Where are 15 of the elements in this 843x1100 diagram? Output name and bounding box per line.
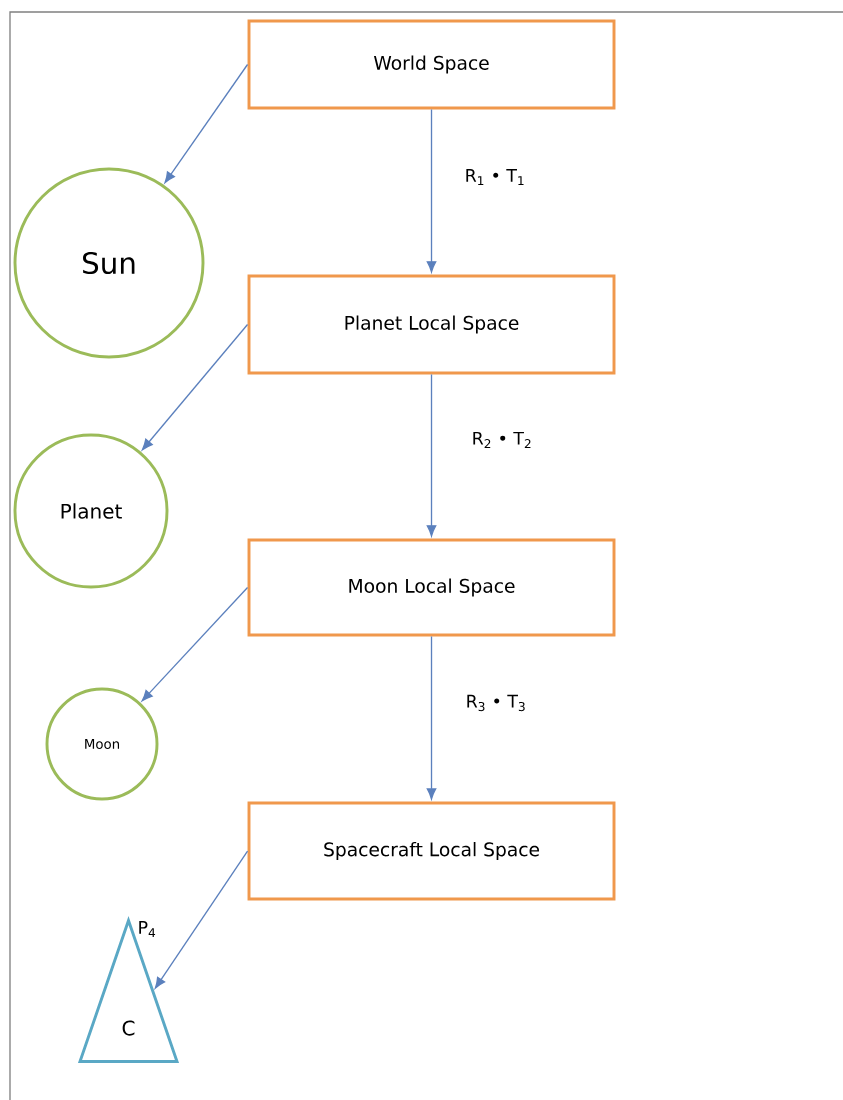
arrow (426, 635, 437, 800)
space-box: World Space (247, 19, 616, 110)
space-box: Moon Local Space (247, 538, 616, 637)
space-box: Spacecraft Local Space (247, 801, 616, 901)
edge-label: R$_{2}$ • T$_{2}$ (473, 431, 531, 449)
arrow (154, 850, 249, 989)
arrow (141, 323, 249, 451)
arrow (426, 108, 437, 273)
edge-label: R$_{1}$ • T$_{1}$ (466, 169, 524, 185)
arrow (164, 63, 249, 184)
point-label: P$_{4}$ (139, 921, 156, 937)
arrow (141, 586, 249, 702)
arrow (426, 373, 437, 537)
edge-label: R$_{3}$ • T$_{3}$ (467, 694, 525, 712)
space-box: Planet Local Space (247, 274, 616, 375)
